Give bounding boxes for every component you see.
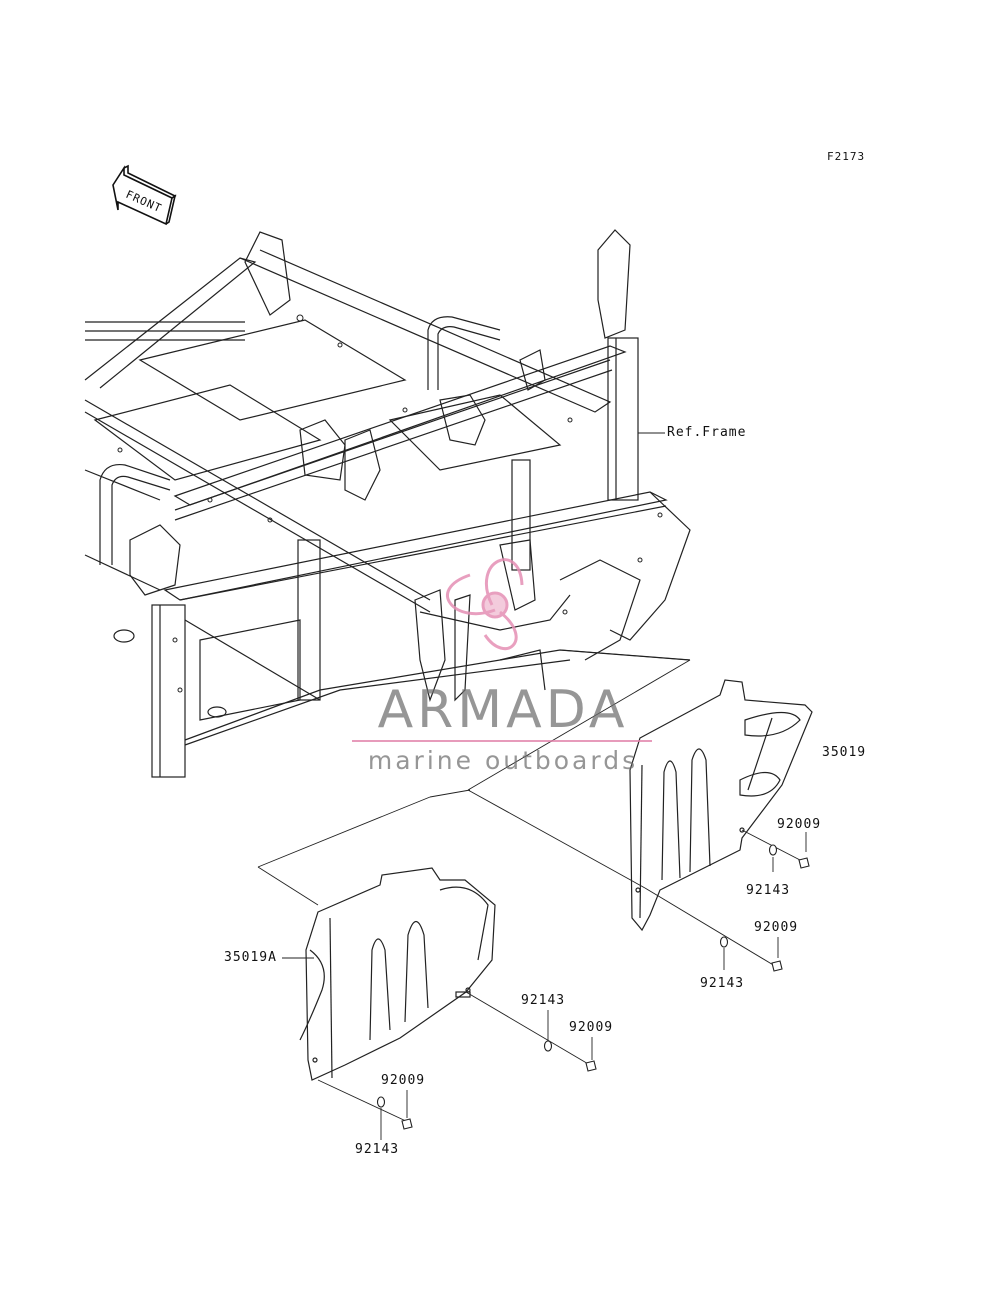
ref-frame-label: Ref.Frame <box>667 425 747 440</box>
watermark-title: ARMADA <box>377 680 629 740</box>
bolt-icon <box>771 960 783 972</box>
bolt-icon <box>401 1118 413 1130</box>
washer-icon <box>719 936 729 948</box>
skid-guard-35019a <box>299 867 496 1081</box>
front-arrow-icon <box>112 164 177 226</box>
bolt-icon <box>585 1060 597 1072</box>
watermark-divider <box>352 740 652 742</box>
figure-id: F2173 <box>827 150 866 163</box>
washer-icon <box>543 1040 553 1052</box>
fastener-symbols <box>376 844 810 1130</box>
watermark-subtitle: marine outboards <box>367 746 639 775</box>
part-label-92009: 92009 <box>381 1073 426 1088</box>
part-label-92009: 92009 <box>777 817 822 832</box>
washer-icon <box>376 1096 386 1108</box>
bolt-icon <box>798 857 810 869</box>
part-label-35019: 35019 <box>822 745 867 760</box>
skid-guard-35019 <box>629 679 813 932</box>
part-label-92009: 92009 <box>754 920 799 935</box>
part-label-92143: 92143 <box>700 976 745 991</box>
part-label-92143: 92143 <box>355 1142 400 1157</box>
watermark-logo-icon <box>446 558 524 650</box>
part-label-92143: 92143 <box>521 993 566 1008</box>
part-label-92009: 92009 <box>569 1020 614 1035</box>
washer-icon <box>768 844 778 856</box>
part-label-35019a: 35019A <box>224 950 277 965</box>
part-label-92143: 92143 <box>746 883 791 898</box>
fastener-leaders <box>317 829 807 1140</box>
placement-guides <box>257 649 691 906</box>
